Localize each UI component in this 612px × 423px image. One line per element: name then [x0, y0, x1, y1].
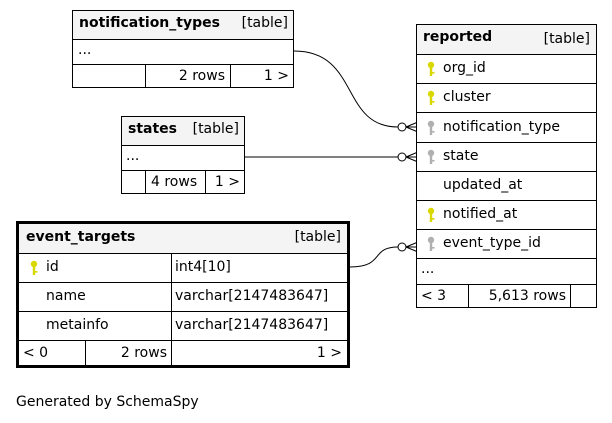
column-type: int4[10] [175, 259, 231, 275]
row-count: 5,613 rows [488, 288, 566, 304]
foreign-key-icon [427, 149, 435, 164]
primary-key-icon [427, 207, 435, 222]
primary-key-icon [427, 61, 435, 76]
column-type: varchar[2147483647] [175, 288, 329, 304]
column-name: notification_type [443, 119, 561, 135]
column-name: name [46, 288, 86, 304]
column-name: updated_at [443, 177, 523, 193]
column-row-name: name varchar[2147483647] [19, 282, 347, 311]
crowfoot-markers [397, 121, 419, 253]
column-row-cluster: cluster [417, 83, 596, 112]
table-name: event_targets [26, 229, 136, 245]
column-name: cluster [443, 89, 491, 105]
link-notification-types-to-reported [293, 50, 399, 128]
column-ellipsis: ... [126, 148, 140, 164]
table-name: notification_types [79, 15, 220, 31]
column-ellipsis: ... [421, 261, 435, 277]
children-count[interactable]: 1 > [214, 174, 240, 190]
column-name: org_id [443, 60, 486, 76]
column-name: event_type_id [443, 235, 541, 251]
table-event-targets[interactable]: event_targets [table] id int4[10] name v… [16, 221, 350, 368]
column-ellipsis: ... [78, 42, 92, 58]
column-row-state: state [417, 142, 596, 171]
table-kind: [table] [294, 229, 341, 245]
link-event-targets-to-reported [349, 246, 399, 268]
column-row-org-id: org_id [417, 54, 596, 83]
foreign-key-icon [427, 120, 435, 135]
column-type: varchar[2147483647] [175, 317, 329, 333]
table-kind: [table] [543, 31, 590, 47]
parents-count[interactable]: < 0 [23, 345, 49, 361]
column-row-event-type-id: event_type_id [417, 229, 596, 258]
column-row-updated-at: updated_at [417, 171, 596, 200]
primary-key-icon [30, 260, 38, 275]
row-count: 2 rows [120, 345, 167, 361]
table-reported[interactable]: reported [table] org_id cluster notifica… [416, 24, 597, 308]
row-count: 2 rows [178, 68, 225, 84]
column-row-id: id int4[10] [19, 253, 347, 282]
table-states[interactable]: states [table] ... 4 rows 1 > [121, 116, 245, 194]
children-count[interactable]: 1 > [263, 68, 289, 84]
table-kind: [table] [241, 15, 288, 31]
column-row-notified-at: notified_at [417, 200, 596, 229]
column-name: state [443, 148, 479, 164]
primary-key-icon [427, 90, 435, 105]
parents-count[interactable]: < 3 [421, 288, 447, 304]
table-name: states [128, 121, 177, 137]
column-row-metainfo: metainfo varchar[2147483647] [19, 311, 347, 340]
column-name: notified_at [443, 206, 518, 222]
row-count: 4 rows [151, 174, 198, 190]
table-notification-types[interactable]: notification_types [table] ... 2 rows 1 … [72, 10, 294, 88]
column-name: id [46, 259, 59, 275]
column-row-notification-type: notification_type [417, 112, 596, 142]
children-count[interactable]: 1 > [316, 345, 342, 361]
table-name: reported [423, 29, 493, 45]
generated-by-footer: Generated by SchemaSpy [16, 394, 199, 410]
table-kind: [table] [192, 121, 239, 137]
foreign-key-icon [427, 236, 435, 251]
column-name: metainfo [46, 317, 109, 333]
